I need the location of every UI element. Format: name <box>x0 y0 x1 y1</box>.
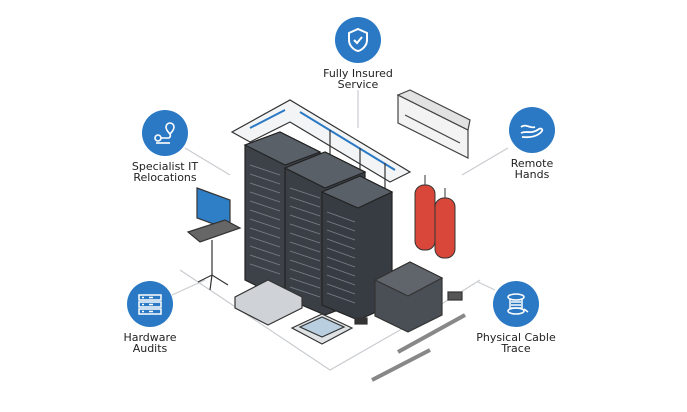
rack-slot <box>249 254 281 266</box>
rack-slot <box>289 259 321 271</box>
rack-slot <box>289 241 321 253</box>
label-line: Hands <box>514 168 550 181</box>
rack-slot <box>326 292 356 304</box>
label-line: Relocations <box>133 171 197 184</box>
rack-slot <box>289 277 321 289</box>
rack-slot <box>289 205 321 217</box>
rack-slot <box>326 229 356 241</box>
rack-slot <box>326 283 356 295</box>
label-line: Remote <box>510 157 554 170</box>
rack-slot <box>249 209 281 221</box>
rack-slot <box>289 232 321 244</box>
rack-slot <box>289 187 321 199</box>
rack-slot <box>249 164 281 176</box>
server-stack-icon <box>127 281 173 327</box>
rack-slot <box>289 286 321 298</box>
air-conditioner <box>396 89 471 159</box>
fire-extinguishers <box>414 175 456 259</box>
rack-slot <box>326 265 356 277</box>
hand-icon <box>509 107 555 153</box>
crash-cart-monitor <box>186 187 242 291</box>
rack-slot <box>249 173 281 185</box>
rack-slot <box>326 256 356 268</box>
label-line: Hardware <box>123 331 177 344</box>
rack-slot <box>249 182 281 194</box>
label-line: Service <box>337 78 379 91</box>
rack-slot <box>289 214 321 226</box>
label-line: Fully Insured <box>323 67 393 80</box>
rack-slot <box>326 211 356 223</box>
cable-tray <box>230 99 412 190</box>
rack-slot <box>249 200 281 212</box>
rack-slot <box>249 218 281 230</box>
label-line: Trace <box>501 342 531 355</box>
hardware-parts <box>234 261 466 382</box>
rack-slot <box>289 223 321 235</box>
rack-slot <box>289 196 321 208</box>
label-line: Specialist IT <box>131 160 199 173</box>
label-line: Audits <box>132 342 168 355</box>
rack-slot <box>249 245 281 257</box>
rack-slot <box>249 236 281 248</box>
route-pin-icon <box>142 110 188 156</box>
rack-slot <box>289 268 321 280</box>
rack-slot <box>326 247 356 259</box>
rack-slot <box>249 227 281 239</box>
rack-slot <box>326 238 356 250</box>
rack-slot <box>326 220 356 232</box>
rack-slot <box>326 274 356 286</box>
shield-check-icon <box>335 17 381 63</box>
cable-spool-icon <box>493 281 539 327</box>
rack-slot <box>249 191 281 203</box>
label-line: Physical Cable <box>476 331 556 344</box>
rack-slot <box>249 263 281 275</box>
rack-slot <box>289 250 321 262</box>
